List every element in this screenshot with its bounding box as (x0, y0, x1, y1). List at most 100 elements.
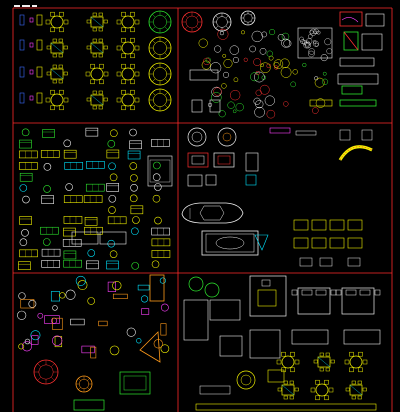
glass-hatch (281, 384, 295, 396)
sofa-module (18, 261, 31, 271)
round-table (349, 355, 363, 369)
sectional-inner (149, 159, 171, 183)
shrub-symbol (290, 81, 297, 88)
chair (63, 97, 69, 103)
sofa-long (86, 161, 105, 169)
square-table (281, 384, 295, 396)
shrub-symbol (280, 58, 290, 69)
chair (50, 11, 55, 17)
armchair-round (154, 183, 162, 191)
shrub-symbol (314, 77, 325, 88)
sofa-long (83, 195, 103, 203)
sofa-long (85, 183, 105, 192)
sofa-long (63, 259, 82, 268)
chair (362, 359, 368, 365)
shrub-symbol (233, 77, 239, 83)
chair (121, 37, 126, 43)
ornament-spoke (78, 387, 81, 390)
ornament-spoke (242, 20, 246, 24)
fixture-symbol (65, 289, 76, 300)
shrub-symbol (266, 109, 276, 119)
fixture-symbol (159, 277, 166, 284)
paving-stone (308, 34, 313, 39)
shrub-symbol (223, 71, 230, 78)
ornament-spoke (164, 104, 168, 108)
sofa-module (63, 149, 77, 159)
sofa-module (129, 140, 142, 150)
chair (59, 105, 64, 111)
round-table (281, 355, 295, 369)
glass-hatch (90, 16, 104, 28)
appliance-symbol (107, 281, 116, 292)
round-table (121, 41, 135, 55)
paving-stone (326, 48, 333, 55)
panel-stairs-doors (269, 127, 373, 267)
shrub-symbol (240, 30, 245, 35)
ornament-spoke (225, 15, 229, 19)
planter-diag (343, 31, 359, 51)
chair (59, 89, 64, 95)
table-set-symbol (116, 11, 140, 33)
shrub-symbol (273, 59, 284, 69)
chair (358, 351, 363, 357)
planter (343, 31, 359, 51)
shrub-symbol (259, 84, 270, 95)
shrub-symbol (229, 45, 240, 55)
chair (99, 63, 104, 69)
chair (283, 395, 288, 400)
shrub-symbol (302, 62, 307, 68)
chair (98, 38, 103, 43)
shrub-symbol (261, 31, 268, 38)
chair (58, 79, 63, 84)
pillow (359, 289, 371, 296)
chair (328, 387, 334, 393)
armchair-round (19, 184, 28, 192)
glass-hatch (90, 94, 104, 106)
armchair-round (21, 229, 29, 237)
fixture-symbol (109, 345, 120, 356)
fixture-symbol (160, 303, 169, 312)
paving-stone (306, 38, 313, 45)
appliance-symbol (98, 320, 108, 327)
rug-plan-inner (123, 375, 147, 391)
sofa-module (19, 172, 33, 182)
shrub-symbol (315, 98, 326, 108)
chair (134, 19, 140, 25)
shrub-symbol (243, 57, 248, 62)
chair (357, 380, 362, 385)
square-table (349, 384, 363, 396)
shrub-symbol (219, 31, 225, 36)
chair (319, 352, 324, 357)
fixture-symbol (52, 305, 58, 311)
shrub-symbol (205, 57, 212, 63)
ornament-symbol (212, 12, 232, 32)
chair (98, 12, 103, 17)
sofa-long (18, 162, 38, 170)
chair (134, 45, 140, 51)
armchair-round (129, 194, 138, 203)
paving-stone (324, 38, 332, 46)
shrub-symbol (264, 95, 275, 106)
sofa-arrangement (343, 329, 381, 345)
shrub-symbol (280, 67, 292, 78)
sofa-module (63, 250, 77, 260)
sofa-long (19, 249, 38, 258)
counter-strip (195, 403, 377, 411)
armchair-round (43, 163, 52, 171)
chair (362, 387, 367, 392)
fence (341, 85, 363, 95)
ornament-spoke (164, 78, 168, 82)
chair (351, 380, 356, 385)
shrub-symbol (260, 62, 271, 74)
ornament-spoke (164, 40, 168, 44)
pillow (345, 289, 357, 296)
round-table (121, 15, 135, 29)
paving-stone (299, 36, 304, 42)
table-set-symbol (46, 64, 68, 84)
chair (92, 105, 97, 110)
shrub-symbol (250, 72, 259, 82)
chair (85, 71, 91, 77)
ornament-spoke (50, 376, 55, 381)
side-mark (36, 39, 43, 51)
fixture-symbol (21, 341, 33, 352)
